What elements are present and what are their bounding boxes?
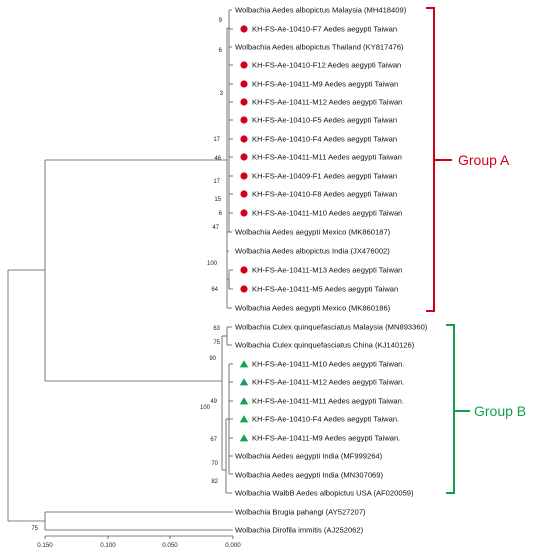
leaf-label: Wolbachia Aedes albopictus Thailand (KY8… <box>235 43 404 52</box>
bootstrap-value: 75 <box>31 526 38 532</box>
leaf-label: Wolbachia Aedes aegypti India (MN307069) <box>235 471 384 480</box>
leaf-label: Wolbachia Aedes aegypti India (MF999264) <box>235 452 383 461</box>
green-triangle-marker <box>239 378 249 386</box>
red-circle-marker <box>240 153 248 161</box>
group-a-bracket-line <box>426 7 452 312</box>
leaf-label: Wolbachia Brugia pahangi (AY527207) <box>235 508 366 517</box>
red-circle-marker <box>240 80 248 88</box>
bootstrap-value: 82 <box>211 479 218 485</box>
leaf-label: Wolbachia Aedes aegypti Mexico (MK860186… <box>235 304 391 313</box>
group-b-label: Group B <box>474 403 526 419</box>
leaf-label: KH-FS-Ae-10411-M13 Aedes aegypti Taiwan <box>252 266 402 275</box>
leaf-label: KH-FS-Ae-10410-F8 Aedes aegypti Taiwan <box>252 190 397 199</box>
leaf-label: Wolbachia Aedes aegypti Mexico (MK860187… <box>235 228 391 237</box>
leaf-label: KH-FS-Ae-10411-M11 Aedes aegypti Taiwan. <box>252 397 404 406</box>
leaf-label: Wolbachia Aedes albopictus India (JX4760… <box>235 247 390 256</box>
green-triangle-marker <box>239 415 249 423</box>
leaf-label: KH-FS-Ae-10410-F12 Aedes aegypti Taiwan <box>252 61 401 70</box>
green-triangle-marker <box>239 397 249 405</box>
green-triangle-marker <box>239 360 249 368</box>
leaf-label: KH-FS-Ae-10409-F1 Aedes aegypti Taiwan <box>252 172 397 181</box>
bootstrap-value: 63 <box>213 326 220 332</box>
green-triangle-marker <box>239 434 249 442</box>
bootstrap-value: 46 <box>214 156 221 162</box>
red-circle-marker <box>240 172 248 180</box>
bootstrap-value: 64 <box>211 287 218 293</box>
leaf-label: KH-FS-Ae-10410-F4 Aedes aegypti Taiwan <box>252 135 397 144</box>
leaf-label: KH-FS-Ae-10411-M10 Aedes aegypti Taiwan <box>252 209 402 218</box>
group-a-bracket: Group A <box>426 7 510 312</box>
bootstrap-value: 6 <box>219 211 223 217</box>
bootstrap-value: 49 <box>210 399 217 405</box>
leaf-label: KH-FS-Ae-10411-M10 Aedes aegypti Taiwan. <box>252 360 405 369</box>
bootstrap-value: 70 <box>211 461 218 467</box>
bootstrap-value: 9 <box>219 18 223 24</box>
leaf-label: Wolbachia WalbB Aedes albopictus USA (AF… <box>235 489 414 498</box>
leaf-labels: Wolbachia Aedes albopictus Malaysia (MH4… <box>235 6 428 535</box>
bootstrap-value: 90 <box>209 356 216 362</box>
bootstrap-value: 67 <box>210 437 217 443</box>
leaf-label: KH-FS-Ae-10410-F4 Aedes aegypti Taiwan. <box>252 415 399 424</box>
red-circle-marker <box>240 266 248 274</box>
red-circle-marker <box>240 135 248 143</box>
leaf-label: KH-FS-Ae-10410-F5 Aedes aegypti Taiwan <box>252 116 397 125</box>
leaf-label: KH-FS-Ae-10411-M5 Aedes aegypti Taiwan <box>252 285 398 294</box>
bootstrap-value: 100 <box>207 261 218 267</box>
leaf-label: KH-FS-Ae-10411-M12 Aedes aegypti Taiwan <box>252 98 402 107</box>
leaf-label: KH-FS-Ae-10411-M9 Aedes aegypti Taiwan. <box>252 434 400 443</box>
leaf-label: KH-FS-Ae-10411-M12 Aedes aegypti Taiwan. <box>252 378 405 387</box>
leaf-label: Wolbachia Aedes albopictus Malaysia (MH4… <box>235 6 407 15</box>
bootstrap-value: 15 <box>214 197 221 203</box>
red-circle-marker <box>240 285 248 293</box>
group-b-bracket: Group B <box>446 324 526 494</box>
scale-tick-label: 0.000 <box>225 542 241 549</box>
bootstrap-value: 47 <box>212 225 219 231</box>
bootstrap-value: 6 <box>219 48 223 54</box>
bootstrap-value: 3 <box>220 91 224 97</box>
bootstrap-value: 75 <box>213 340 220 346</box>
red-circle-marker <box>240 25 248 33</box>
bootstrap-value: 17 <box>213 179 220 185</box>
scale-tick-label: 0.150 <box>37 542 53 549</box>
red-circle-marker <box>240 190 248 198</box>
group-a-label: Group A <box>458 152 510 168</box>
bootstrap-value: 100 <box>200 405 211 411</box>
leaf-label: Wolbachia Culex quinquefasciatus Malaysi… <box>235 323 428 332</box>
leaf-label: KH-FS-Ae-10411-M11 Aedes aegypti Taiwan <box>252 153 402 162</box>
red-circle-marker <box>240 116 248 124</box>
leaf-label: Wolbachia Dirofila immitis (AJ252062) <box>235 526 364 535</box>
tree-branches <box>7 9 233 531</box>
red-circle-marker <box>240 98 248 106</box>
red-circle-marker <box>240 61 248 69</box>
sample-markers <box>239 25 249 442</box>
scale-bar: 0.150 0.100 0.050 0.000 <box>37 535 241 549</box>
group-b-bracket-line <box>446 324 470 494</box>
scale-tick-label: 0.050 <box>162 542 178 549</box>
leaf-label: KH-FS-Ae-10410-F7 Aedes aegypti Taiwan <box>252 25 397 34</box>
red-circle-marker <box>240 209 248 217</box>
bootstrap-value: 17 <box>213 137 220 143</box>
scale-tick-label: 0.100 <box>100 542 116 549</box>
leaf-label: KH-FS-Ae-10411-M9 Aedes aegypti Taiwan <box>252 80 398 89</box>
leaf-label: Wolbachia Culex quinquefasciatus China (… <box>235 341 415 350</box>
